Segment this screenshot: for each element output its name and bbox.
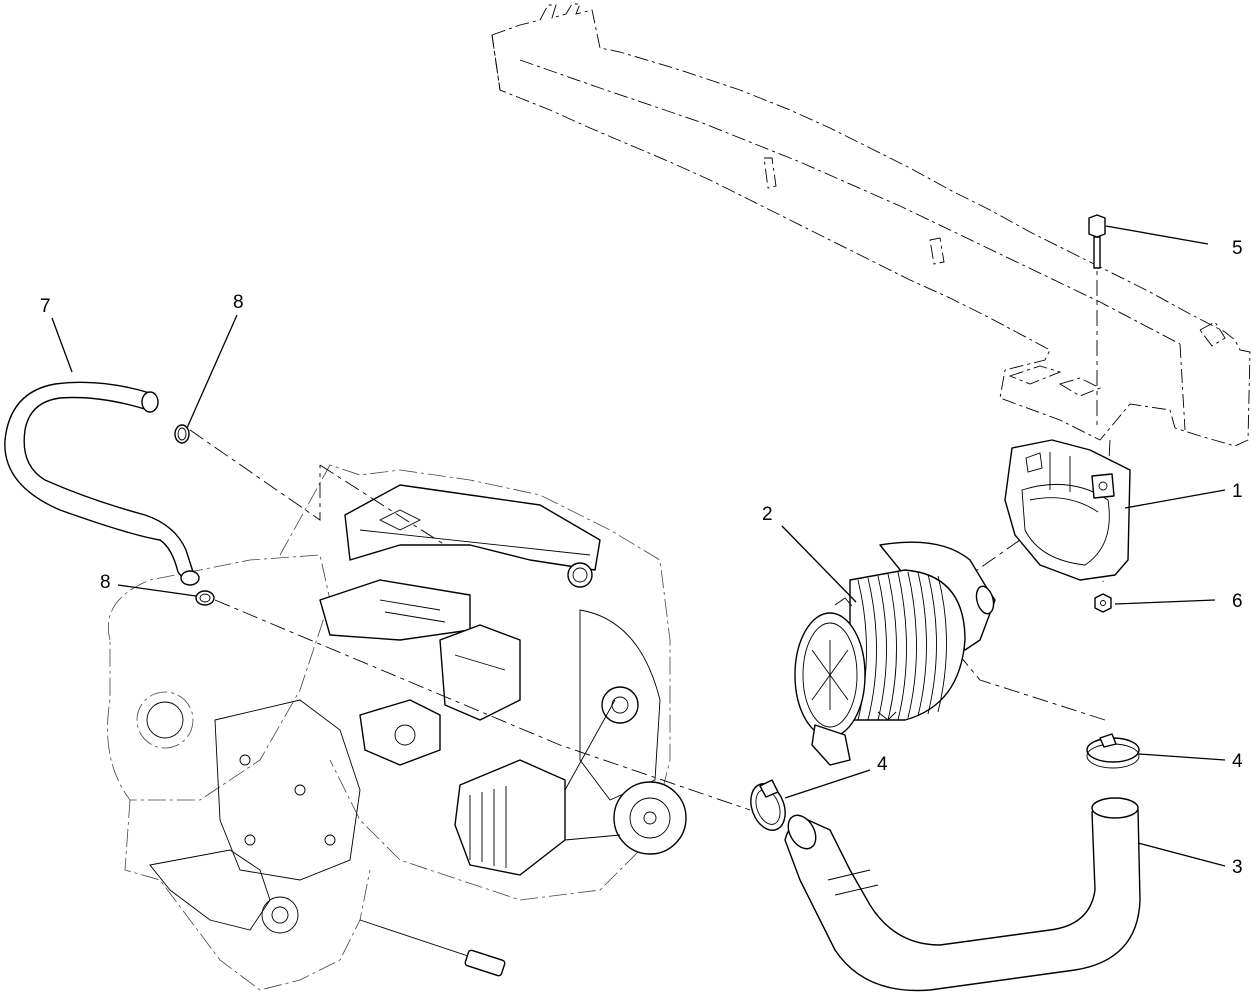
mount-band-part-1	[1004, 439, 1131, 581]
callout-2: 2	[762, 504, 773, 525]
bolt-part-5	[1088, 214, 1106, 269]
leader-4-left	[784, 769, 871, 799]
callout-4-left: 4	[877, 754, 888, 775]
callout-6: 6	[1232, 591, 1243, 612]
leader-8-upper	[186, 314, 238, 429]
nut-part-6	[1094, 593, 1112, 613]
intake-hose-part-3	[784, 797, 1141, 992]
callout-1: 1	[1232, 481, 1243, 502]
leader-3	[1137, 842, 1226, 867]
callout-7: 7	[40, 296, 51, 317]
air-cleaner-part-2	[794, 541, 996, 766]
leader-2	[781, 525, 857, 603]
leader-8-lower	[117, 584, 197, 597]
hose-clamp-part-4-right	[1086, 733, 1140, 769]
leader-5	[1105, 225, 1209, 245]
leader-4-right	[1138, 753, 1226, 761]
frame-rail-phantom	[491, 3, 1251, 447]
hose-clamp-part-4-left	[750, 779, 786, 831]
leader-1	[1124, 489, 1226, 509]
leader-lines	[51, 225, 1226, 867]
assembly-centerlines	[189, 250, 1111, 811]
callout-8-upper: 8	[233, 292, 244, 313]
leader-6	[1114, 599, 1216, 605]
callout-5: 5	[1232, 238, 1243, 259]
callout-labels: 1 2 3 4 4 5 6 7 8 8	[40, 238, 1243, 878]
callout-8-lower: 8	[100, 572, 111, 593]
leader-7	[51, 317, 73, 373]
small-clamp-part-8-lower	[195, 590, 215, 606]
callout-3: 3	[1232, 857, 1243, 878]
breather-hose-part-7	[4, 381, 200, 586]
small-clamp-part-8-upper	[174, 424, 190, 444]
engine-assembly-phantom	[107, 464, 687, 991]
callout-4-right: 4	[1232, 751, 1243, 772]
